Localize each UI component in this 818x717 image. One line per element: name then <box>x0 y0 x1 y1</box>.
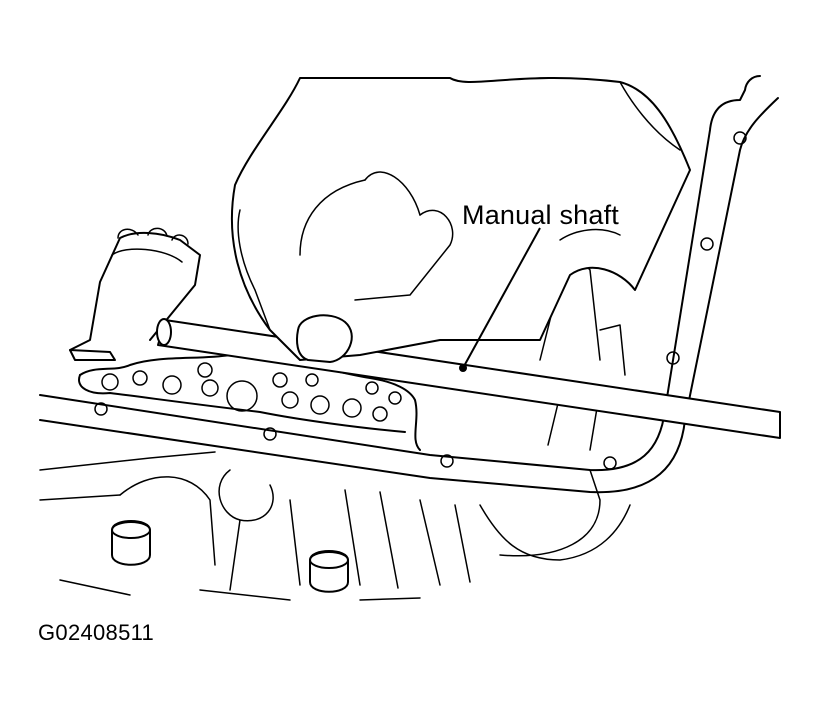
oil-pan-flange <box>39 75 779 557</box>
hand <box>230 77 691 363</box>
bolt-right <box>309 550 349 593</box>
callout-leader-line <box>462 227 541 369</box>
connector <box>69 227 201 361</box>
bolt-left <box>111 520 151 566</box>
figure-id-label: G02408511 <box>38 620 155 645</box>
transmission-case <box>39 451 631 601</box>
manual-shaft-callout-label: Manual shaft <box>462 200 619 230</box>
